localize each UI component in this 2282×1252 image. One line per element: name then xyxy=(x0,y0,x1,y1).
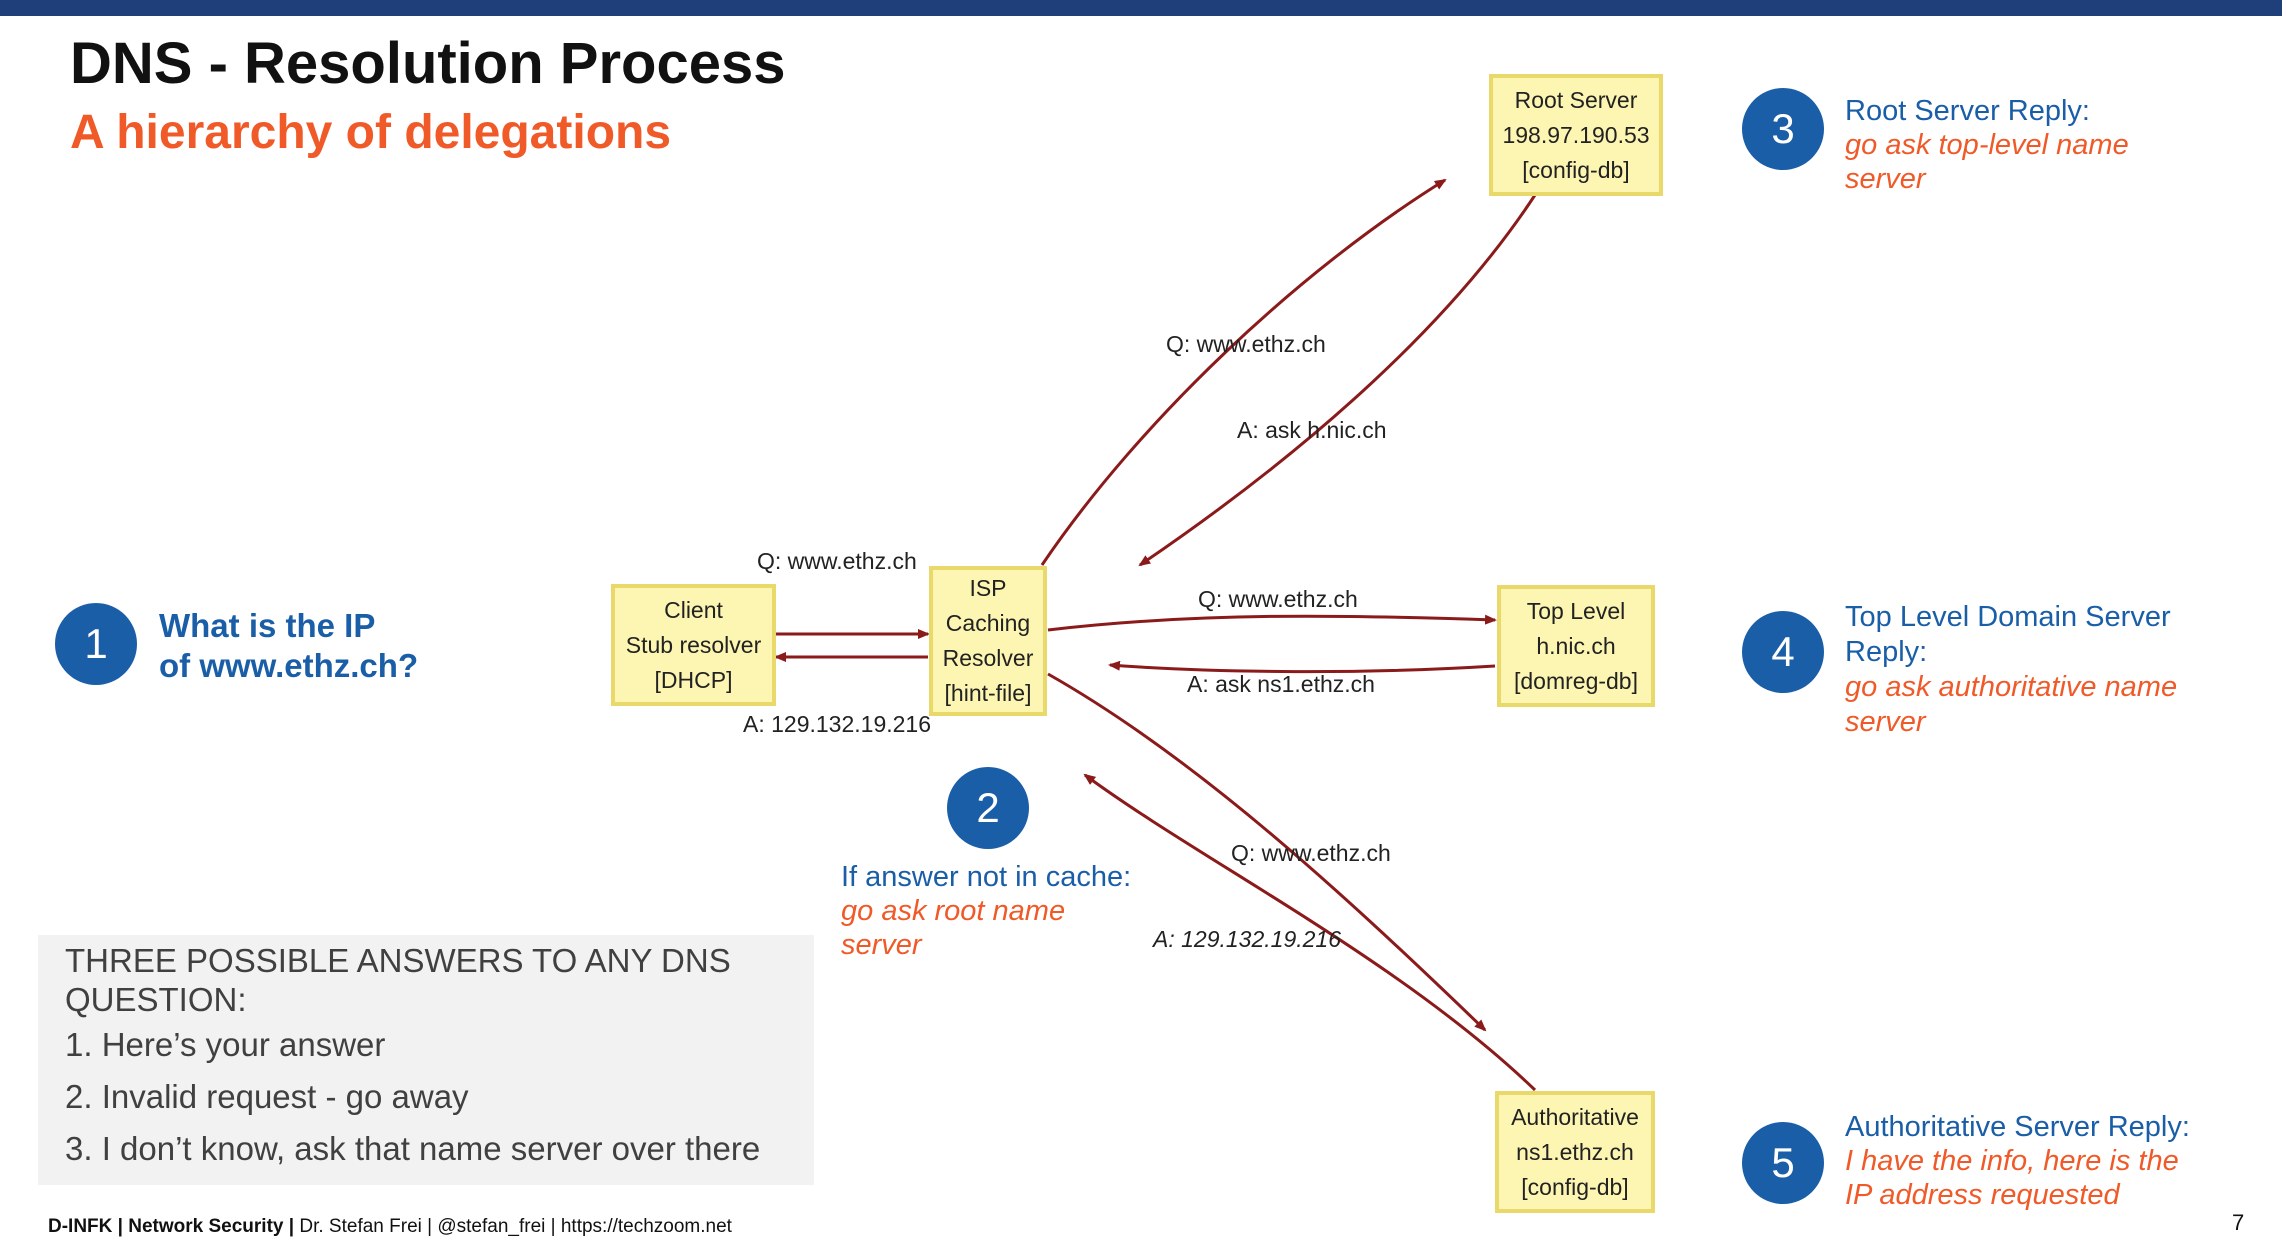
step-4-badge: 4 xyxy=(1742,611,1824,693)
edge-label-auth-query: Q: www.ethz.ch xyxy=(1231,840,1391,866)
edge-label-auth-answer: A: 129.132.19.216 xyxy=(1153,926,1341,952)
answers-box: THREE POSSIBLE ANSWERS TO ANY DNS QUESTI… xyxy=(38,935,814,1185)
edge-label-tld-query: Q: www.ethz.ch xyxy=(1198,586,1358,612)
step-1-badge: 1 xyxy=(55,603,137,685)
client-node-line: Client xyxy=(664,596,723,623)
edge-label-client-query: Q: www.ethz.ch xyxy=(757,548,917,574)
step-3-heading: Root Server Reply: xyxy=(1845,95,2090,127)
top-bar xyxy=(0,0,2282,16)
footer-course: Network Security xyxy=(128,1216,284,1237)
step-2-heading: If answer not in cache: xyxy=(841,861,1132,893)
step-5-badge: 5 xyxy=(1742,1122,1824,1204)
answer-item: 3. I don’t know, ask that name server ov… xyxy=(65,1130,761,1167)
auth-node-line: ns1.ethz.ch xyxy=(1516,1138,1634,1165)
answer-item: 2. Invalid request - go away xyxy=(65,1078,469,1115)
step-3-detail: server xyxy=(1845,163,1926,195)
isp-node-line: [hint-file] xyxy=(944,680,1032,706)
isp-node-line: ISP xyxy=(969,575,1007,601)
edge-label-root-answer: A: ask h.nic.ch xyxy=(1237,417,1387,443)
step-2-badge: 2 xyxy=(947,767,1029,849)
page-number: 7 xyxy=(2232,1210,2245,1235)
client-node-line: [DHCP] xyxy=(654,666,733,693)
tld-node-line: Top Level xyxy=(1526,597,1626,624)
footer-separator: | xyxy=(283,1216,300,1237)
step-1-line: What is the IP xyxy=(159,607,376,644)
isp-node-line: Resolver xyxy=(942,645,1034,671)
answers-list: 1. Here’s your answer 2. Invalid request… xyxy=(65,1019,814,1175)
tld-node-line: [domreg-db] xyxy=(1513,667,1638,694)
step-2-callout: If answer not in cache: go ask root name… xyxy=(841,860,1131,962)
step-4-heading: Reply: xyxy=(1845,636,1928,668)
isp-node: ISP Caching Resolver [hint-file] xyxy=(929,566,1047,716)
root-node-line: Root Server xyxy=(1514,86,1638,113)
root-server-node: Root Server 198.97.190.53 [config-db] xyxy=(1489,74,1663,196)
step-3-callout: Root Server Reply: go ask top-level name… xyxy=(1845,94,2129,196)
tld-server-node: Top Level h.nic.ch [domreg-db] xyxy=(1497,585,1655,707)
step-4-heading: Top Level Domain Server xyxy=(1845,601,2171,633)
auth-node-line: [config-db] xyxy=(1521,1173,1629,1200)
footer-separator: | xyxy=(112,1216,129,1237)
footer-org: D-INFK xyxy=(48,1216,113,1237)
root-node-line: [config-db] xyxy=(1522,156,1630,183)
step-1-line: of www.ethz.ch? xyxy=(159,647,419,684)
step-5-detail: IP address requested xyxy=(1845,1179,2120,1211)
step-4-callout: Top Level Domain Server Reply: go ask au… xyxy=(1845,600,2177,740)
answers-heading: THREE POSSIBLE ANSWERS TO ANY DNS QUESTI… xyxy=(65,942,731,1018)
auth-node-line: Authoritative xyxy=(1511,1103,1639,1130)
edge-label-root-query: Q: www.ethz.ch xyxy=(1166,331,1326,357)
step-4-detail: server xyxy=(1845,706,1926,738)
arrow-auth-to-isp xyxy=(1083,773,1537,1092)
edge-label-tld-answer: A: ask ns1.ethz.ch xyxy=(1187,671,1375,697)
answer-item: 1. Here’s your answer xyxy=(65,1026,386,1063)
footer: D-INFK | Network Security | Dr. Stefan F… xyxy=(48,1216,732,1238)
footer-author: Dr. Stefan Frei | @stefan_frei | https:/… xyxy=(299,1216,732,1237)
step-2-detail: server xyxy=(841,929,922,961)
step-5-callout: Authoritative Server Reply: I have the i… xyxy=(1845,1110,2190,1212)
step-5-heading: Authoritative Server Reply: xyxy=(1845,1111,2190,1143)
slide-title: DNS - Resolution Process xyxy=(70,31,786,96)
authoritative-server-node: Authoritative ns1.ethz.ch [config-db] xyxy=(1495,1091,1655,1213)
slide-subtitle: A hierarchy of delegations xyxy=(70,106,672,159)
step-3-detail: go ask top-level name xyxy=(1845,129,2129,161)
arrow-isp-to-tld xyxy=(1047,614,1497,632)
step-3-badge: 3 xyxy=(1742,88,1824,170)
client-node: Client Stub resolver [DHCP] xyxy=(611,584,776,706)
step-5-detail: I have the info, here is the xyxy=(1845,1145,2179,1177)
step-2-detail: go ask root name xyxy=(841,895,1066,927)
isp-node-line: Caching xyxy=(945,610,1031,636)
client-node-line: Stub resolver xyxy=(625,631,762,658)
edge-label-client-answer: A: 129.132.19.216 xyxy=(743,711,931,737)
arrow-root-to-isp xyxy=(1138,194,1537,567)
arrow-isp-to-root xyxy=(1040,178,1447,566)
tld-node-line: h.nic.ch xyxy=(1536,632,1616,659)
arrow-isp-to-auth xyxy=(1047,672,1487,1032)
step-4-detail: go ask authoritative name xyxy=(1845,671,2178,703)
root-node-line: 198.97.190.53 xyxy=(1502,121,1650,148)
step-1-callout: What is the IP of www.ethz.ch? xyxy=(159,606,418,686)
arrow-tld-to-isp xyxy=(1108,660,1496,674)
